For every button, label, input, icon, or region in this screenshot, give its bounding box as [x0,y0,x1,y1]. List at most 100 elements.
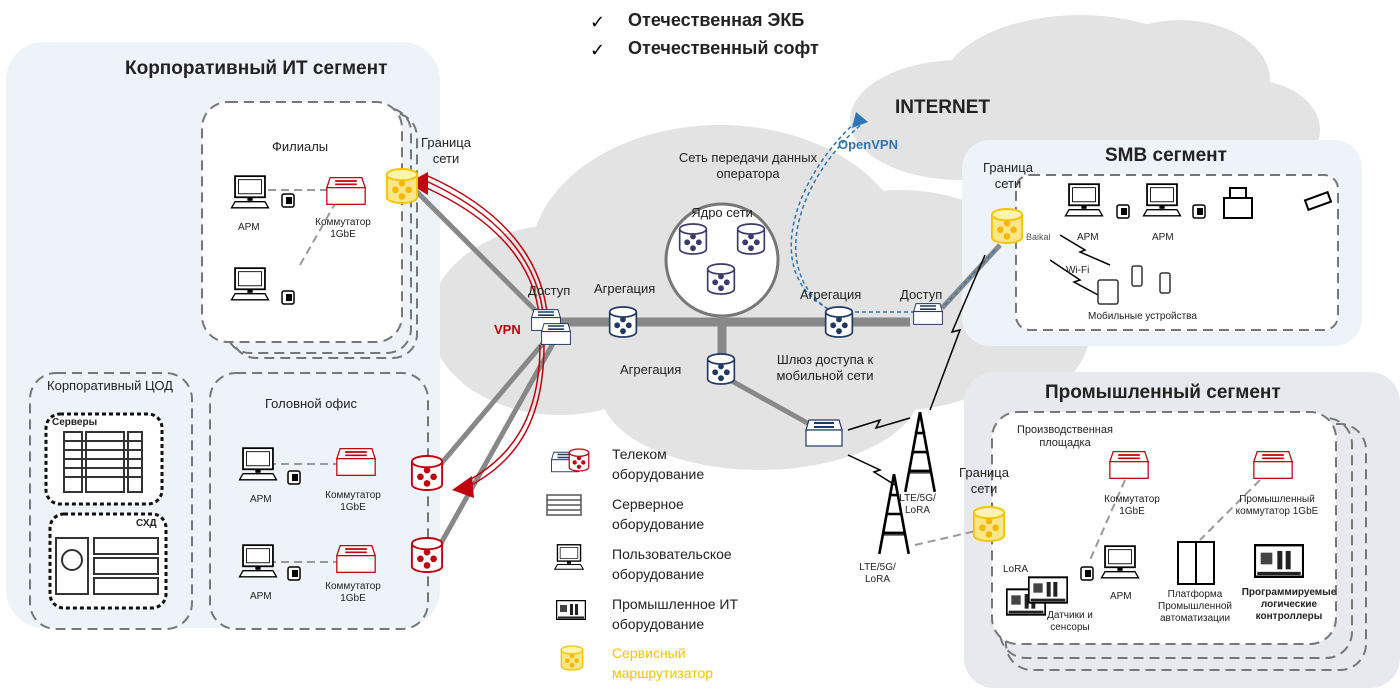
aggregation-router-icon [824,306,854,338]
workstation-icon [1064,183,1104,217]
storage-label: СХД [136,518,157,529]
workstation-label: АРМ [1077,232,1099,243]
openvpn-label: OpenVPN [838,137,898,152]
mobile-devices-label: Мобильные устройства [1088,311,1197,322]
mobile-device-icon [1097,265,1171,305]
edge-router-icon [410,455,444,491]
server-equipment-icon [546,494,582,516]
workstation-label: АРМ [250,591,272,602]
access-right-label: Доступ [900,287,943,302]
automation-platform-icon [1177,541,1215,585]
phone-icon [287,470,301,485]
lora-label: LoRA [1003,564,1029,575]
mobile-gateway-label: Шлюз доступа к мобильной сети [776,352,874,383]
core-router-icon [678,223,708,255]
cell-tower-icon [903,410,937,494]
workstation-icon [238,447,278,481]
aggregation-bottom-label: Агрегация [620,362,682,377]
check-icon: ✓ [590,40,605,60]
workstation-label: АРМ [1152,232,1174,243]
service-router-icon [990,208,1024,244]
access-switch-icon [912,302,944,326]
internet-label: INTERNET [895,97,990,118]
storage-icon [55,537,159,595]
head-office-title: Головной офис [265,396,357,411]
switch-icon [1108,450,1150,480]
plc-icon [1254,544,1304,578]
aggregation-left-label: Агрегация [594,281,656,296]
tower-label: LTE/5G/ LoRA [899,493,936,516]
legend-item: Промышленное ИТ оборудование [612,596,739,633]
tower-label: LTE/5G/ LoRA [859,562,896,585]
wifi-label: Wi-Fi [1066,265,1090,276]
access-switch-icon [540,322,572,346]
printer-icon [1223,187,1253,219]
workstation-icon [1142,183,1182,217]
workstation-label: АРМ [238,222,260,233]
check-icon: ✓ [590,12,605,32]
legend-item: Сервисный маршрутизатор [612,645,714,682]
operator-network-title: Сеть передачи данных оператора [678,150,818,181]
core-router-icon [736,223,766,255]
servers-label: Серверы [52,417,98,428]
switch-label: Коммутатор 1GbE [1104,494,1160,517]
border-label: Граница сети [983,160,1033,191]
switch-label: Коммутатор 1GbE [325,490,381,513]
border-label: Граница сети [421,135,471,166]
core-label: Ядро сети [691,205,753,220]
platform-label: Платформа Промышленной автоматизации [1158,589,1232,624]
sensors-label: Датчики и сенсоры [1047,610,1093,633]
legend-item: Пользовательское оборудование [612,546,732,583]
site-label: Производственная площадка [1017,424,1113,450]
switch-label: Коммутатор 1GbE [315,217,371,240]
legend-item: Серверное оборудование [612,496,705,533]
phone-icon [281,193,295,208]
service-router-icon [385,168,419,204]
workstation-label: АРМ [1110,591,1132,602]
phone-icon [1080,566,1094,581]
core-router-icon [706,263,736,295]
aggregation-right-label: Агрегация [800,287,862,302]
phone-icon [1192,204,1206,219]
vpn-label: VPN [494,322,521,337]
workstation-icon [238,544,278,578]
legend-item: Телеком оборудование [612,446,705,483]
workstation-icon [230,175,270,209]
camera-icon [1303,190,1333,212]
baikal-logo: Baikal [1026,232,1051,242]
industrial-switch-icon [1252,450,1294,480]
phone-icon [1116,204,1130,219]
service-router-icon [972,506,1006,542]
switch-label: Коммутатор 1GbE [325,581,381,604]
workstation-label: АРМ [250,494,272,505]
workstation-icon [1100,545,1140,579]
industrial-it-icon [556,600,586,620]
switch-icon [335,544,377,574]
smb-segment-title: SMB сегмент [1105,145,1227,166]
aggregation-router-icon [706,353,736,385]
bullet-ekb: Отечественная ЭКБ [628,10,805,30]
access-left-label: Доступ [528,283,571,298]
corporate-segment-title: Корпоративный ИТ сегмент [125,58,388,79]
telecom-equipment-icon [568,448,590,472]
switch-icon [335,447,377,477]
service-router-icon [560,645,584,671]
datacenter-title: Корпоративный ЦОД [47,378,173,393]
workstation-icon [230,267,270,301]
switch-icon [325,176,367,206]
border-label: Граница сети [959,465,1009,496]
core-network-circle [664,202,780,318]
mobile-gateway-icon [805,419,843,447]
branches-title: Филиалы [272,139,329,154]
industrial-segment-title: Промышленный сегмент [1045,382,1281,403]
plc-label: Программируемые логические контроллеры [1241,587,1337,622]
sensor-icon [1028,576,1068,604]
user-equipment-icon [553,544,585,570]
industrial-switch-label: Промышленный коммутатор 1GbE [1235,494,1319,517]
bullet-software: Отечественный софт [628,38,819,58]
aggregation-router-icon [608,306,638,338]
servers-icon [63,431,143,493]
edge-router-icon [410,537,444,573]
phone-icon [287,566,301,581]
